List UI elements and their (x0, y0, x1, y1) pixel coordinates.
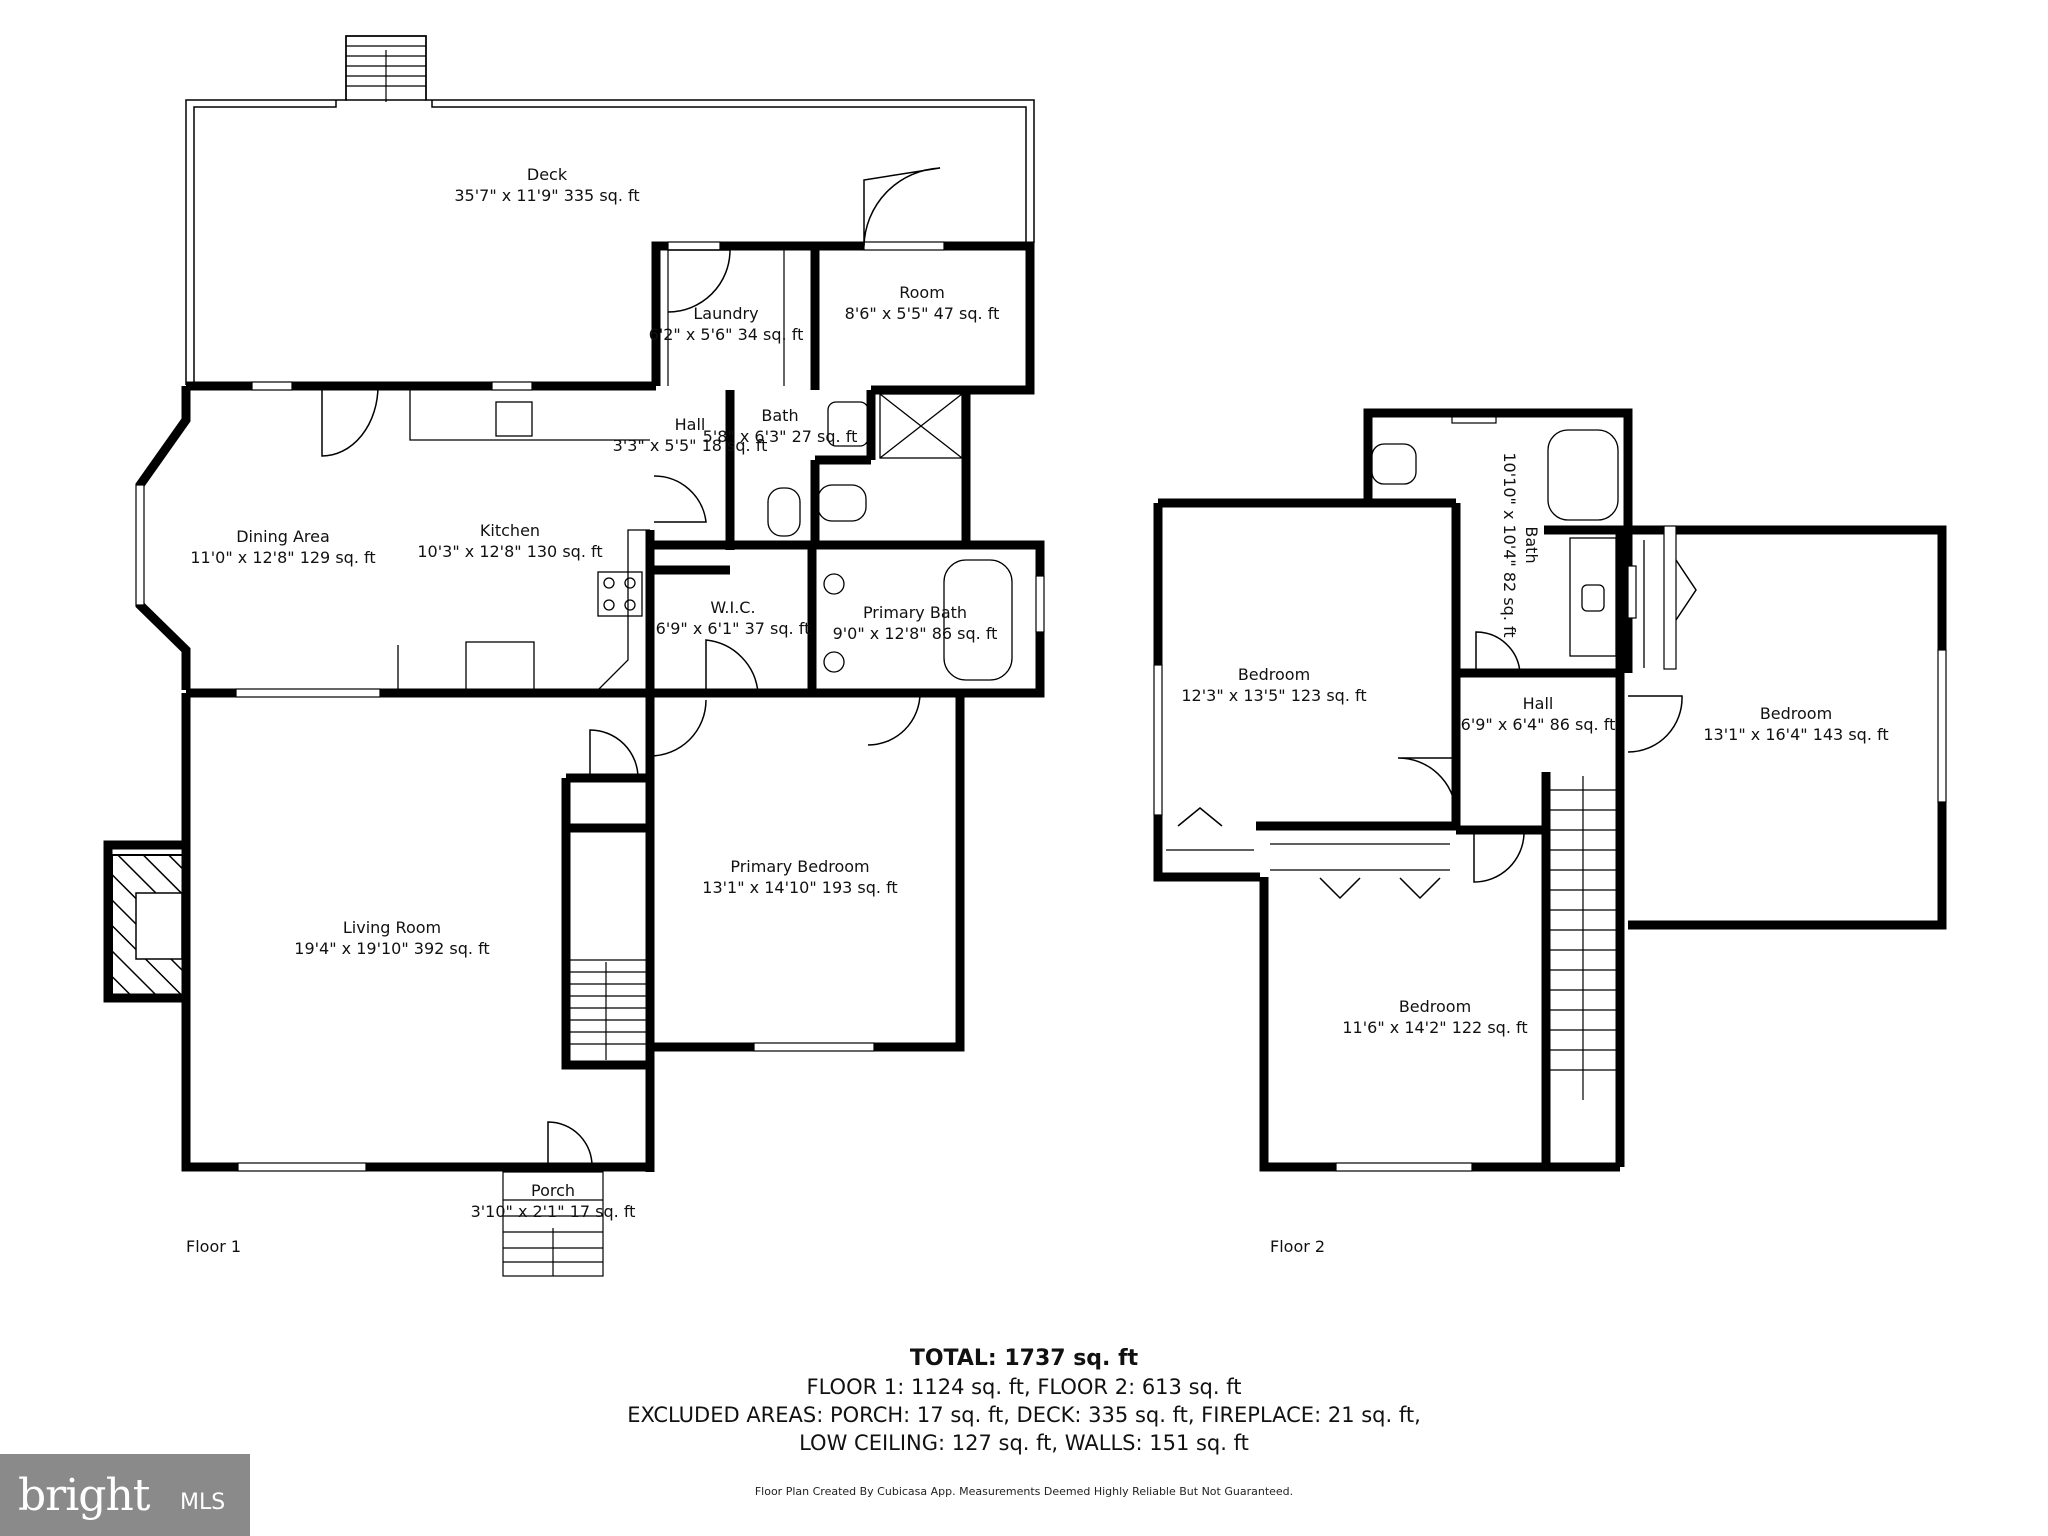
room-dims: 35'7" x 11'9" 335 sq. ft (454, 186, 639, 205)
room-name: Bath (1522, 526, 1541, 563)
floor-2-closets (1166, 843, 1450, 871)
room-name: Porch (531, 1181, 575, 1200)
porch-steps (502, 1171, 604, 1277)
room-name: W.I.C. (710, 598, 755, 617)
room-dims: 8'6" x 5'5" 47 sq. ft (845, 304, 1000, 323)
room-dims: 6'2" x 5'6" 34 sq. ft (649, 325, 804, 344)
logo-brand: bright (18, 1470, 150, 1521)
kitchen-counters (397, 390, 650, 691)
room-dims: 3'10" x 2'1" 17 sq. ft (471, 1202, 636, 1221)
room-name: Primary Bath (863, 603, 967, 622)
room-name: Dining Area (236, 527, 330, 546)
room-dims: 19'4" x 19'10" 392 sq. ft (294, 939, 489, 958)
fireplace-insert (135, 892, 183, 960)
room-dims: 11'0" x 12'8" 129 sq. ft (190, 548, 375, 567)
laundry-appliances (667, 250, 785, 386)
deck-outline (185, 35, 1035, 385)
floor-1-bath-fixtures (767, 393, 1013, 681)
floor-2-stairs (1550, 776, 1616, 1100)
room-name: Primary Bedroom (730, 857, 869, 876)
excluded-areas-cont: LOW CEILING: 127 sq. ft, WALLS: 151 sq. … (799, 1431, 1249, 1455)
logo-suffix: MLS (180, 1490, 226, 1515)
room-name: Bedroom (1399, 997, 1471, 1016)
room-dims: 12'3" x 13'5" 123 sq. ft (1181, 686, 1366, 705)
room-name: Bedroom (1238, 665, 1310, 684)
room-name: Kitchen (480, 521, 540, 540)
floor-2-label: Floor 2 (1270, 1237, 1325, 1256)
room-name: Bedroom (1760, 704, 1832, 723)
floor-2-doors (1177, 559, 1697, 900)
room-dims: 13'1" x 14'10" 193 sq. ft (702, 878, 897, 897)
disclaimer: Floor Plan Created By Cubicasa App. Meas… (754, 1485, 1294, 1498)
room-dims: 9'0" x 12'8" 86 sq. ft (833, 624, 998, 643)
area-totals: TOTAL: 1737 sq. ft FLOOR 1: 1124 sq. ft,… (0, 1345, 2048, 1457)
floor-2-windows (1153, 525, 1947, 1172)
floor-1-windows (135, 241, 1497, 1172)
room-dims: 10'3" x 12'8" 130 sq. ft (417, 542, 602, 561)
room-dims: 13'1" x 16'4" 143 sq. ft (1703, 725, 1888, 744)
floor-2-plan: Bath 10'10" x 10'4" 82 sq. ft Bedroom 12… (1153, 408, 1947, 1256)
floor-1-room-labels: Deck 35'7" x 11'9" 335 sq. ft Laundry 6'… (190, 165, 999, 1221)
floor-1-walls (103, 241, 1045, 1172)
total-area: TOTAL: 1737 sq. ft (909, 1346, 1139, 1371)
room-name: Living Room (343, 918, 441, 937)
room-dims: 6'9" x 6'4" 86 sq. ft (1461, 715, 1616, 734)
room-name: Room (899, 283, 945, 302)
deck-stairs (346, 45, 426, 102)
room-name: Hall (1523, 694, 1554, 713)
room-dims: 3'3" x 5'5" 18 sq. ft (613, 436, 768, 455)
room-name: Deck (527, 165, 568, 184)
room-name: Hall (675, 415, 706, 434)
room-name: Bath (761, 406, 798, 425)
room-dims: 10'10" x 10'4" 82 sq. ft (1500, 452, 1519, 637)
room-name: Laundry (693, 304, 758, 323)
floor-areas: FLOOR 1: 1124 sq. ft, FLOOR 2: 613 sq. f… (806, 1375, 1242, 1399)
excluded-areas: EXCLUDED AREAS: PORCH: 17 sq. ft, DECK: … (627, 1403, 1421, 1427)
floor-1-stairs (570, 959, 648, 1060)
room-dims: 11'6" x 14'2" 122 sq. ft (1342, 1018, 1527, 1037)
floor-1-plan: Deck 35'7" x 11'9" 335 sq. ft Laundry 6'… (103, 35, 1497, 1277)
bright-mls-logo: bright MLS (0, 1454, 250, 1536)
room-dims: 5'8" x 6'3" 27 sq. ft (703, 427, 858, 446)
floor-1-doors (321, 167, 941, 1168)
floor-1-label: Floor 1 (186, 1237, 241, 1256)
floor-2-room-labels: Bath 10'10" x 10'4" 82 sq. ft Bedroom 12… (1181, 452, 1888, 1037)
floor-2-bath-fixtures (1371, 429, 1645, 668)
room-dims: 6'9" x 6'1" 37 sq. ft (656, 619, 811, 638)
